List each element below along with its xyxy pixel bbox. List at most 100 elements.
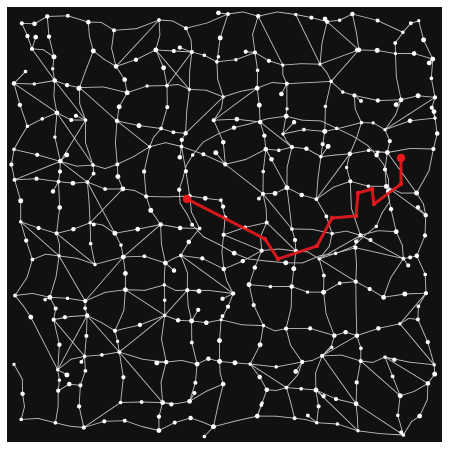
street-segment [419,399,428,417]
street-segment [101,351,120,356]
street-segment [249,363,261,378]
intersection-node [64,152,70,158]
intersection-node [358,233,363,238]
street-segment [404,292,427,295]
intersection-node [154,360,160,366]
intersection-node [430,56,436,62]
intersection-node [30,257,35,262]
intersection-node [415,317,420,322]
street-segment [324,126,344,132]
street-segment [194,363,198,384]
intersection-node [177,45,182,50]
intersection-node [220,204,226,209]
street-segment [282,63,302,66]
intersection-node [243,49,248,54]
street-segment [223,217,226,236]
intersection-node [171,48,176,54]
street-segment [377,99,402,101]
ring-road-segment [319,252,337,257]
route-node [369,186,375,192]
street-segment [286,374,299,389]
intersection-node [160,400,166,406]
street-segment [346,153,351,168]
street-segment [143,146,151,173]
intersection-node [179,137,184,143]
intersection-node [139,400,144,404]
street-segment [417,292,427,307]
street-segment [262,325,276,332]
street-segment [384,169,387,187]
street-segment [321,355,357,405]
intersection-node [169,402,174,407]
intersection-node [321,394,326,399]
intersection-node [257,119,263,125]
street-segment [259,121,265,137]
street-segment [413,382,429,392]
street-segment [248,284,255,306]
street-segment [309,327,335,337]
intersection-node [402,291,408,297]
intersection-node [35,152,40,157]
intersection-node [264,220,269,225]
street-segment [271,82,288,85]
street-segment [300,388,317,391]
ring-road-segment [320,120,338,129]
intersection-node [334,126,339,131]
intersection-node [261,169,265,174]
intersection-node [257,196,261,201]
intersection-node [177,187,182,192]
street-segment [30,316,59,371]
street-segment [215,152,226,165]
street-segment [158,19,173,22]
intersection-node [366,184,370,188]
street-segment [144,284,165,291]
intersection-node [115,339,120,344]
street-segment [213,87,258,121]
street-segment [315,177,319,200]
street-segment [114,324,141,332]
street-segment [434,117,438,134]
street-segment [134,190,147,197]
intersection-node [57,254,61,258]
ring-road-segment [202,133,219,143]
street-segment [84,354,103,357]
intersection-node [51,317,56,322]
street-segment [278,146,293,151]
street-segment [19,104,28,127]
intersection-node [115,162,120,167]
intersection-node [64,372,70,378]
street-segment [54,136,61,162]
intersection-node [217,338,222,344]
street-segment [88,36,94,52]
intersection-node [259,248,264,253]
intersection-node [381,294,387,300]
street-segment [26,118,43,127]
street-segment [114,142,118,165]
intersection-node [30,46,34,51]
intersection-node [216,55,221,59]
intersection-node [24,238,29,243]
street-segment [158,422,176,431]
street-segment [191,342,198,365]
intersection-node [123,271,128,276]
street-segment [33,80,56,85]
intersection-node [251,303,256,308]
intersection-node [277,148,281,153]
street-segment [249,363,277,368]
street-segment [136,19,160,30]
street-segment [216,61,219,80]
street-segment [13,82,58,114]
street-segment [224,163,264,195]
street-segment [57,344,60,371]
street-segment [85,142,94,166]
street-segment [164,289,188,316]
intersection-node [188,415,193,421]
intersection-node [91,171,96,176]
street-segment [321,354,342,357]
street-segment [350,207,361,236]
street-segment [186,88,190,112]
intersection-node [329,79,333,84]
street-segment [86,315,102,323]
street-segment [124,289,146,291]
street-segment [41,112,58,120]
